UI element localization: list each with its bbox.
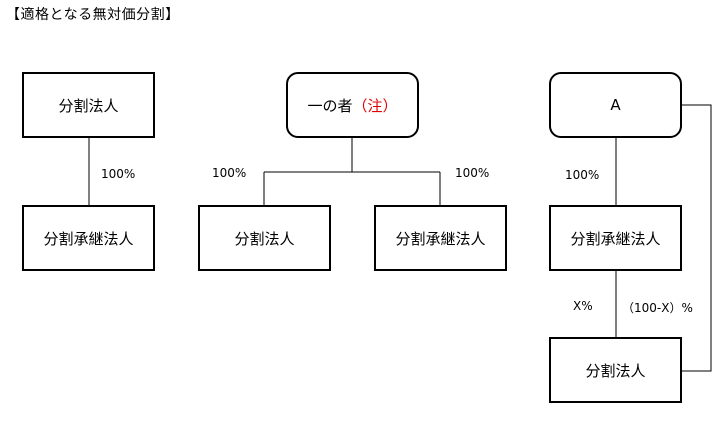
diagram3-a-successor-pct: 100% bbox=[565, 168, 600, 182]
diagram1-splitting-corp-label: 分割法人 bbox=[58, 96, 119, 115]
diagram1-successor-corp-box: 分割承継法人 bbox=[22, 205, 155, 271]
page-title: 【適格となる無対価分割】 bbox=[6, 7, 180, 23]
diagram3-successor-corp-label: 分割承継法人 bbox=[570, 229, 661, 248]
diagram3-splitting-corp-label: 分割法人 bbox=[585, 361, 646, 380]
diagram2-right-ownership-pct: 100% bbox=[455, 166, 490, 180]
diagram3-entity-a-label: A bbox=[610, 96, 621, 114]
diagram3-successor-corp-box: 分割承継法人 bbox=[549, 205, 682, 271]
diagram3-splitting-corp-box: 分割法人 bbox=[549, 337, 682, 403]
diagram2-left-ownership-pct: 100% bbox=[212, 166, 247, 180]
diagram3-a-splitter-pct: （100-X）% bbox=[622, 301, 693, 315]
diagram1-successor-corp-label: 分割承継法人 bbox=[43, 229, 134, 248]
diagram2-note-marker: （注） bbox=[352, 96, 398, 115]
diagram2-successor-corp-label: 分割承継法人 bbox=[395, 229, 486, 248]
diagram1-ownership-pct: 100% bbox=[101, 167, 136, 181]
diagram2-single-entity-box: 一の者（注） bbox=[286, 72, 419, 138]
diagram2-single-entity-label: 一の者 bbox=[307, 96, 353, 115]
diagram3-entity-a-box: A bbox=[549, 72, 682, 138]
diagram2-successor-corp-box: 分割承継法人 bbox=[374, 205, 507, 271]
diagram2-splitting-corp-label: 分割法人 bbox=[234, 229, 295, 248]
diagram3-successor-splitter-pct: X% bbox=[573, 299, 593, 313]
diagram1-splitting-corp-box: 分割法人 bbox=[22, 72, 155, 138]
diagram2-splitting-corp-box: 分割法人 bbox=[198, 205, 331, 271]
